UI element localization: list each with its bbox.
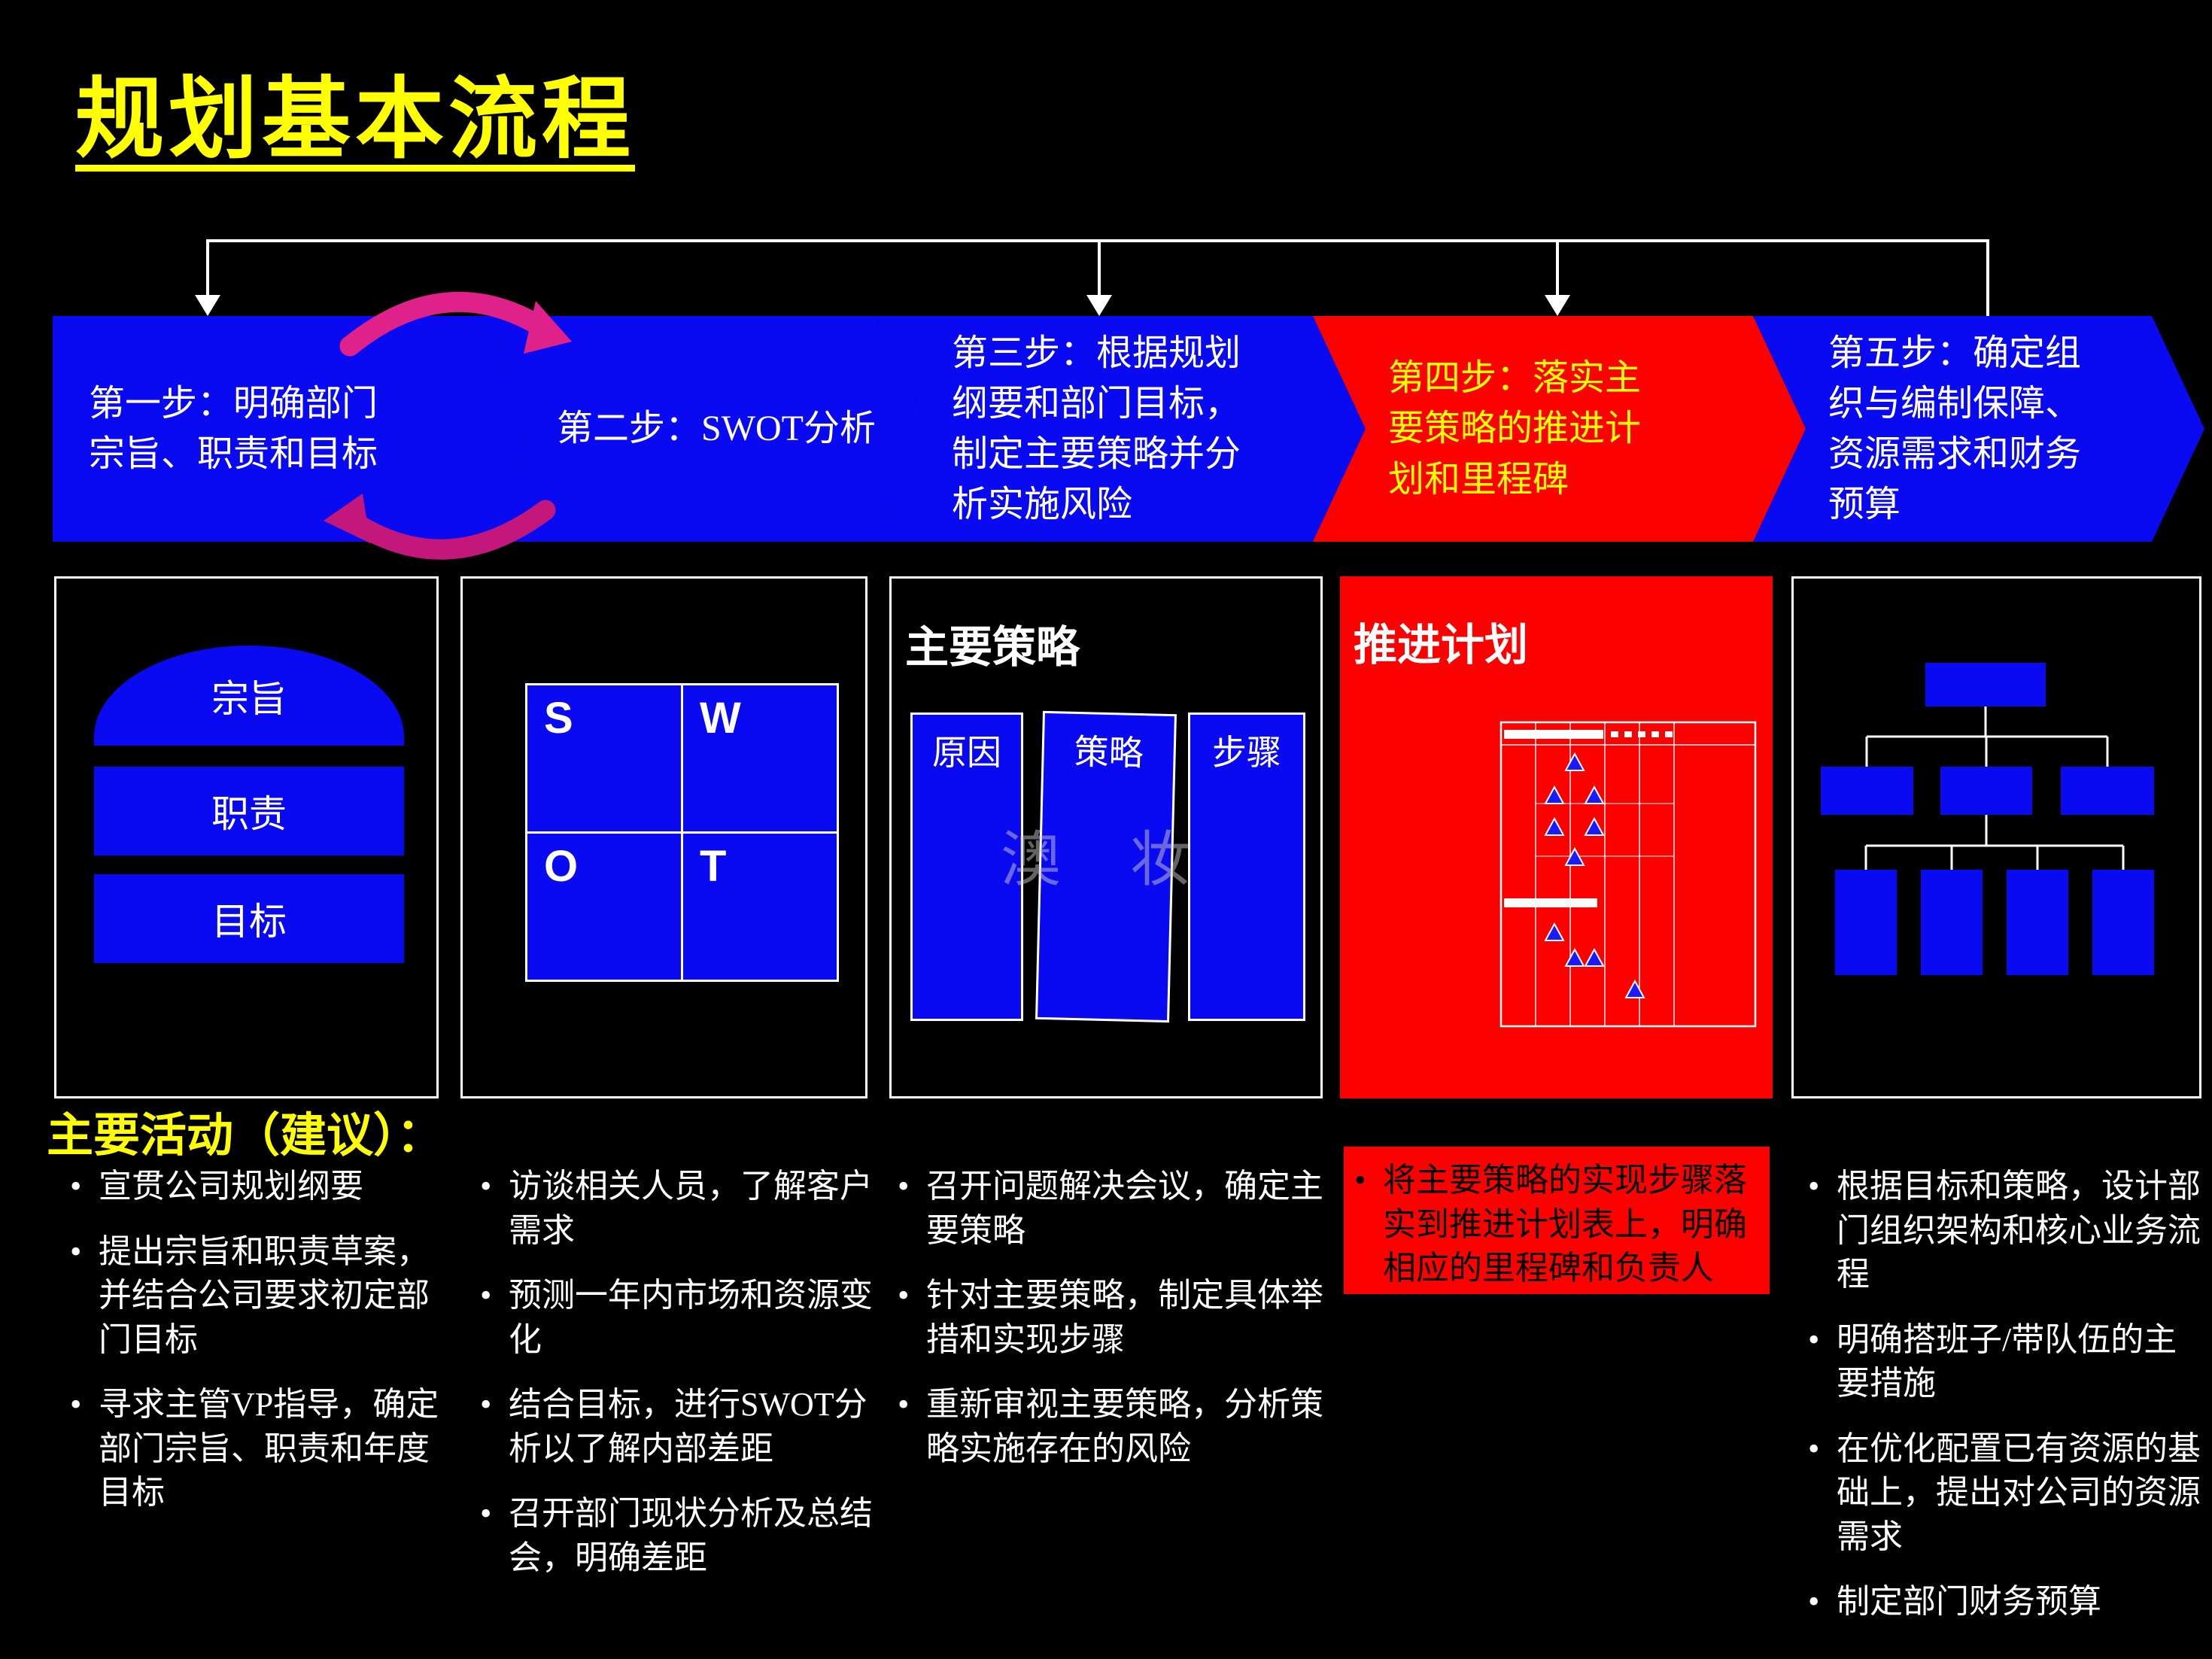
activity-item: 访谈相关人员，了解客户需求	[474, 1165, 884, 1253]
panel-step-3-visual: 主要策略 原因 策略 步骤	[889, 576, 1323, 1098]
activity-item: 针对主要策略，制定具体举措和实现步骤	[892, 1274, 1328, 1362]
activities-column-2: 访谈相关人员，了解客户需求 预测一年内市场和资源变化 结合目标，进行SWOT分析…	[474, 1165, 884, 1601]
activity-item: 预测一年内市场和资源变化	[474, 1274, 884, 1362]
watermark: 澳 妆	[1001, 828, 1217, 894]
mission-arch-shape: 宗旨	[94, 646, 404, 746]
activity-item: 重新审视主要策略，分析策略实施存在的风险	[892, 1383, 1328, 1471]
process-step-1: 第一步：明确部门 宗旨、职责和目标	[53, 316, 534, 542]
process-step-5-label: 第五步：确定组 织与编制保障、 资源需求和财务 预算	[1828, 333, 2082, 525]
panel-step-1-visual: 宗旨 职责 目标	[54, 576, 439, 1098]
swot-cell-o: O	[527, 834, 681, 980]
duty-label: 职责	[211, 793, 287, 835]
feedback-arrowhead-3	[1086, 295, 1112, 316]
activities-heading: 主要活动（建议）：	[47, 1111, 444, 1162]
process-step-4-label: 第四步：落实主 要策略的推进计 划和里程碑	[1388, 358, 1642, 500]
swot-cell-t: T	[683, 834, 837, 980]
swot-cell-s: S	[527, 685, 681, 831]
process-step-3-label: 第三步：根据规划 纲要和部门目标， 制定主要策略并分 析实施风险	[952, 333, 1241, 525]
panel-step-2-visual: S W O T	[460, 576, 867, 1098]
strategy-panel-title: 主要策略	[905, 623, 1080, 672]
page-title: 规划基本流程	[75, 71, 636, 169]
duty-box: 职责	[94, 767, 404, 855]
activities-column-3: 召开问题解决会议，确定主要策略 针对主要策略，制定具体举措和实现步骤 重新审视主…	[892, 1165, 1328, 1492]
feedback-line-drop-1	[206, 239, 209, 296]
activity-item: 提出宗旨和职责草案，并结合公司要求初定部门目标	[64, 1230, 459, 1363]
activity-item: 制定部门财务预算	[1802, 1580, 2208, 1624]
feedback-line-drop-5	[1986, 239, 1989, 318]
process-step-3: 第三步：根据规划 纲要和部门目标， 制定主要策略并分 析实施风险	[877, 316, 1366, 542]
strategy-column-steps: 步骤	[1188, 713, 1305, 1021]
activity-item: 根据目标和策略，设计部门组织架构和核心业务流程	[1802, 1165, 2208, 1297]
activities-column-4: 将主要策略的实现步骤落实到推进计划表上，明确相应的里程碑和负责人	[1344, 1147, 1770, 1294]
activity-item: 明确搭班子/带队伍的主要措施	[1802, 1318, 2208, 1406]
swot-grid: S W O T	[525, 683, 839, 982]
activity-item: 结合目标，进行SWOT分析以了解内部差距	[474, 1383, 884, 1471]
strategy-column-reason: 原因	[910, 713, 1023, 1021]
feedback-line-drop-3	[1098, 239, 1101, 296]
feedback-arrowhead-4	[1545, 295, 1570, 316]
gantt-chart-icon	[1499, 721, 1757, 1028]
org-chart-icon	[1821, 663, 2154, 975]
activities-column-5: 根据目标和策略，设计部门组织架构和核心业务流程 明确搭班子/带队伍的主要措施 在…	[1802, 1165, 2208, 1645]
activity-item: 召开部门现状分析及总结会，明确差距	[474, 1492, 884, 1580]
process-step-4: 第四步：落实主 要策略的推进计 划和里程碑	[1313, 316, 1806, 542]
swot-cell-w: W	[683, 685, 837, 831]
activity-item: 寻求主管VP指导，确定部门宗旨、职责和年度目标	[64, 1383, 459, 1515]
plan-panel-title: 推进计划	[1354, 621, 1529, 670]
mission-label: 宗旨	[211, 677, 287, 720]
panel-step-4-visual: 推进计划	[1340, 576, 1773, 1098]
process-step-2-label: 第二步：SWOT分析	[557, 409, 876, 449]
panel-step-5-visual	[1791, 576, 2201, 1098]
feedback-arrowhead-1	[195, 295, 220, 316]
activity-item: 召开问题解决会议，确定主要策略	[892, 1165, 1328, 1253]
feedback-line-drop-4	[1556, 239, 1559, 296]
iteration-cycle-arrows-icon	[324, 291, 572, 560]
activity-item: 宣贯公司规划纲要	[64, 1165, 459, 1209]
process-step-1-label: 第一步：明确部门 宗旨、职责和目标	[89, 383, 378, 474]
activity-item: 将主要策略的实现步骤落实到推进计划表上，明确相应的里程碑和负责人	[1348, 1159, 1756, 1291]
goal-label: 目标	[211, 901, 287, 943]
activities-column-1: 宣贯公司规划纲要 提出宗旨和职责草案，并结合公司要求初定部门目标 寻求主管VP指…	[64, 1165, 459, 1536]
process-step-2: 第二步：SWOT分析	[482, 316, 929, 542]
activity-item: 在优化配置已有资源的基础上，提出对公司的资源需求	[1802, 1427, 2208, 1560]
process-step-5: 第五步：确定组 织与编制保障、 资源需求和财务 预算	[1753, 316, 2204, 542]
goal-box: 目标	[94, 874, 404, 963]
